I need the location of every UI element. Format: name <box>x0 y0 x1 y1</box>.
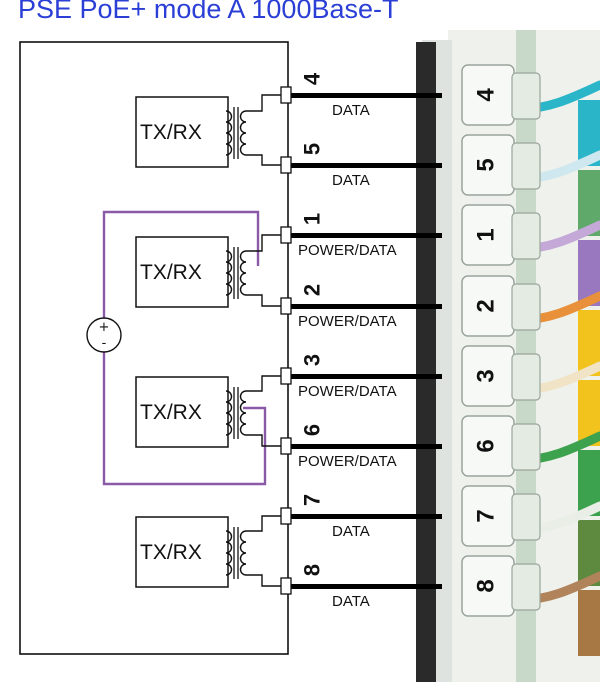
jack-stripe <box>578 590 600 656</box>
wire-label: POWER/DATA <box>298 242 397 259</box>
jack-contact-clip <box>511 72 541 120</box>
pin-number: 1 <box>300 213 325 225</box>
terminal <box>280 156 292 174</box>
pin-number: 7 <box>300 494 325 506</box>
transformer-label: TX/RX <box>140 121 202 144</box>
wire <box>290 514 442 519</box>
pin-number: 4 <box>300 72 325 85</box>
terminal <box>280 437 292 455</box>
wire-label: DATA <box>332 593 370 610</box>
jack-contact-clip <box>511 493 541 541</box>
pin-number: 2 <box>300 284 325 296</box>
pin-number: 5 <box>300 143 325 155</box>
transformer-label: TX/RX <box>140 541 202 564</box>
jack-contact-clip <box>511 423 541 471</box>
wire-label: DATA <box>332 172 370 189</box>
jack-stripe <box>578 520 600 586</box>
coil-primary <box>225 250 233 296</box>
wire-label: DATA <box>332 523 370 540</box>
jack-contact-clip <box>511 142 541 190</box>
coil-primary <box>225 390 233 436</box>
lead <box>246 234 282 252</box>
jack-stripe <box>578 380 600 446</box>
coil-secondary <box>239 110 247 156</box>
dc-source-circle <box>86 317 122 353</box>
lead <box>246 294 282 307</box>
jack-contact-clip <box>511 212 541 260</box>
power-line <box>102 210 260 318</box>
coil-secondary <box>239 390 247 436</box>
jack-contact-clip <box>511 283 541 331</box>
jack-pin-number: 2 <box>473 299 500 312</box>
wire <box>290 163 442 168</box>
jack-stripe <box>578 170 600 236</box>
pin-number: 6 <box>300 424 325 436</box>
terminal <box>280 367 292 385</box>
terminal <box>280 297 292 315</box>
coil-secondary <box>239 530 247 576</box>
transformer-box <box>135 376 229 448</box>
pin-number: 3 <box>300 354 325 366</box>
jack-stripe <box>578 240 600 306</box>
power-loop <box>102 210 267 486</box>
coil-secondary <box>239 250 247 296</box>
wire-label: DATA <box>332 102 370 119</box>
jack-pin-number: 1 <box>473 228 500 241</box>
coil-primary <box>225 110 233 156</box>
rj45-jack: 4 5 1 2 3 6 7 8 <box>422 30 600 682</box>
transformer: TX/RX <box>135 94 282 168</box>
transformer: TX/RX <box>135 375 282 448</box>
terminal <box>280 226 292 244</box>
jack-pin-number: 6 <box>473 439 500 452</box>
minus-sign: - <box>102 336 107 351</box>
jack-stripe <box>578 100 600 166</box>
coil-primary <box>225 530 233 576</box>
lead <box>246 94 282 112</box>
jack-pin-number: 5 <box>473 158 500 171</box>
wire <box>290 374 442 379</box>
wire <box>290 444 442 449</box>
power-line <box>102 352 267 486</box>
wire <box>290 233 442 238</box>
wire-label: POWER/DATA <box>298 313 397 330</box>
jack-pin-number: 7 <box>473 509 500 522</box>
plus-sign: + <box>99 320 110 335</box>
wire-label: POWER/DATA <box>298 383 397 400</box>
transformer-box <box>135 236 229 308</box>
wire-label: POWER/DATA <box>298 453 397 470</box>
dc-source-icon: +- <box>86 317 122 353</box>
jack-contact-clip <box>511 353 541 401</box>
transformer-box <box>135 516 229 588</box>
lead <box>246 515 282 532</box>
jack-pin-number: 4 <box>473 88 500 102</box>
jack-pin-number: 3 <box>473 369 500 382</box>
jack-pin-number: 8 <box>473 579 500 592</box>
terminal <box>280 507 292 525</box>
wire <box>290 584 442 589</box>
transformer-label: TX/RX <box>140 401 202 424</box>
terminal <box>280 577 292 595</box>
transformer-label: TX/RX <box>140 261 202 284</box>
plug-edge-bar <box>416 42 436 682</box>
lead <box>246 434 282 447</box>
jack-stripe <box>578 450 600 516</box>
lead <box>246 154 282 166</box>
wire <box>290 304 442 309</box>
transformer: TX/RX <box>135 234 282 308</box>
jack-contact-clip <box>511 563 541 611</box>
transformer: TX/RX <box>135 515 282 588</box>
terminal <box>280 86 292 104</box>
page-title: PSE PoE+ mode A 1000Base-T <box>18 0 399 24</box>
pin-number: 8 <box>300 564 325 576</box>
lead <box>246 375 282 392</box>
lead <box>246 574 282 587</box>
jack-stripe <box>578 310 600 376</box>
wire <box>290 93 442 98</box>
